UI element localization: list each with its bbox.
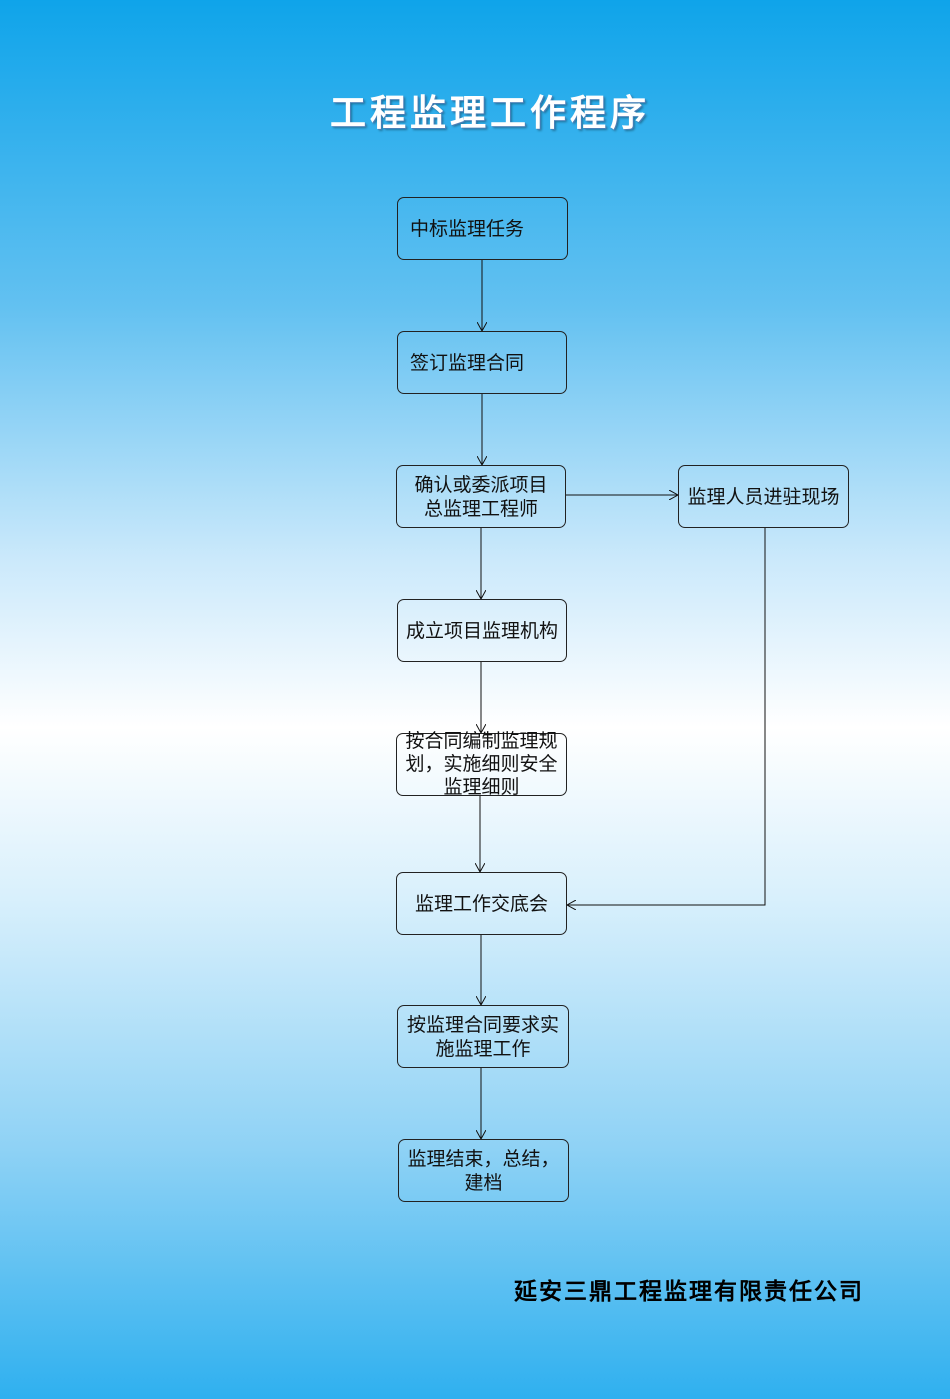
company-name: 延安三鼎工程监理有限责任公司 [514,1278,864,1305]
step-box-s6: 监理工作交底会 [396,872,567,935]
page-title: 工程监理工作程序 [329,92,650,134]
step-box-s7: 按监理合同要求实施监理工作 [397,1005,569,1068]
step-box-s5: 按合同编制监理规划，实施细则安全监理细则 [396,730,567,798]
step-box-s4: 成立项目监理机构 [397,599,567,662]
side-step-box: 监理人员进驻现场 [678,465,849,528]
step-box-s3: 确认或委派项目总监理工程师 [396,465,566,528]
step-box-s2: 签订监理合同 [397,331,567,394]
step-box-s1: 中标监理任务 [397,197,568,260]
step-box-s8: 监理结束，总结，建档 [398,1139,569,1202]
arrow-side-s6 [567,528,766,905]
